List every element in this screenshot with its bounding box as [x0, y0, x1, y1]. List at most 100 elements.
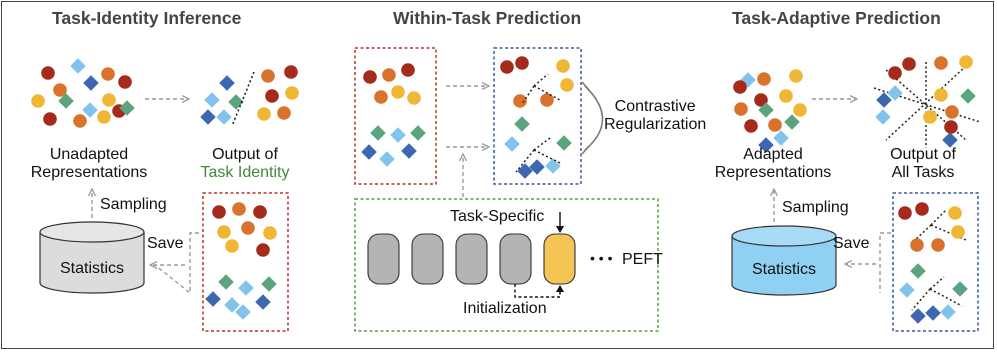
- circle-point: [789, 69, 803, 83]
- diamond-point: [942, 132, 958, 148]
- circle-point: [41, 66, 55, 80]
- label-adapted-line1: Adapted: [743, 146, 803, 163]
- sample-box-left: [202, 192, 289, 332]
- input-box-red-cluster: [361, 63, 426, 167]
- diamond-point: [204, 92, 220, 108]
- statistics-cylinder-right: [731, 225, 837, 296]
- all-tasks-output-cluster: [875, 55, 976, 148]
- circle-point: [374, 90, 388, 104]
- label-adapted: Adapted Representations: [698, 146, 848, 183]
- circle-point: [556, 59, 570, 73]
- prediction-box-blue: [493, 47, 582, 185]
- arrow-save-left: [154, 232, 199, 295]
- diamond-point: [370, 125, 386, 141]
- circle-point: [118, 75, 132, 89]
- circle-point: [285, 86, 299, 100]
- diamond-point: [82, 102, 98, 118]
- diamond-point: [58, 93, 74, 109]
- circle-point: [744, 119, 758, 133]
- circle-point: [263, 226, 277, 240]
- circle-point: [363, 70, 377, 84]
- circle-point: [256, 243, 270, 257]
- label-task-identity: Task Identity: [200, 164, 290, 182]
- circle-point: [257, 107, 271, 121]
- prediction-box-cluster: [500, 56, 574, 179]
- diamond-point: [758, 137, 774, 153]
- circle-point: [793, 103, 807, 117]
- sample-box-left-cluster: [205, 202, 277, 320]
- circle-point: [225, 239, 239, 253]
- label-output-of: Output of: [212, 146, 278, 163]
- title-task-adaptive-prediction: Task-Adaptive Prediction: [732, 8, 941, 28]
- initialization-loop: [514, 284, 561, 298]
- circle-point: [540, 93, 554, 107]
- label-sampling-left: Sampling: [100, 196, 167, 213]
- diamond-point: [925, 305, 941, 321]
- diamond-point: [556, 135, 572, 151]
- circle-point: [915, 202, 929, 216]
- peft-block-3: [455, 233, 488, 285]
- circle-point: [779, 89, 793, 103]
- circle-point: [934, 56, 948, 70]
- task-identity-boundary: [231, 71, 255, 127]
- label-output-task-identity: Output of Task Identity: [190, 146, 300, 183]
- circle-point: [102, 93, 116, 107]
- circle-point: [401, 63, 415, 77]
- label-save-left: Save: [147, 235, 184, 252]
- circle-point: [284, 65, 298, 79]
- diamond-point: [216, 109, 232, 125]
- diamond-point: [119, 100, 135, 116]
- statistics-cylinder-left: [39, 221, 145, 294]
- label-adapted-line2: Representations: [714, 164, 832, 182]
- contrastive-tick-bottom: [581, 145, 590, 155]
- diamond-point: [410, 125, 426, 141]
- circle-point: [73, 114, 87, 128]
- label-save-right: Save: [833, 235, 870, 252]
- diamond-point: [940, 304, 956, 320]
- circle-point: [898, 206, 912, 220]
- label-output-of-all: Output of: [890, 146, 956, 163]
- circle-point: [910, 238, 924, 252]
- label-peft-dots: • • •: [590, 250, 613, 266]
- diamond-point: [910, 263, 926, 279]
- label-unadapted-line1: Unadapted: [49, 146, 129, 163]
- diamond-point: [379, 151, 395, 167]
- diamond-point: [83, 75, 99, 91]
- diamond-point: [200, 109, 216, 125]
- diamond-point: [390, 127, 406, 143]
- adapted-cluster: [733, 69, 807, 153]
- sample-box-right-cluster: [898, 202, 968, 324]
- diamond-point: [784, 114, 800, 130]
- circle-point: [212, 205, 226, 219]
- peft-block-4: [499, 233, 532, 285]
- circle-point: [948, 206, 962, 220]
- circle-point: [902, 57, 916, 71]
- circle-point: [923, 110, 937, 124]
- label-unadapted: Unadapted Representations: [14, 146, 164, 183]
- circle-point: [277, 106, 291, 120]
- label-unadapted-line2: Representations: [30, 164, 148, 182]
- diamond-point: [517, 163, 533, 179]
- circle-point: [888, 66, 902, 80]
- circle-point: [754, 93, 768, 107]
- diamond-point: [205, 291, 221, 307]
- task-identity-output-cluster: [200, 65, 299, 125]
- label-task-specific: Task-Specific: [450, 208, 545, 225]
- diamond-point: [261, 276, 277, 292]
- circle-point: [241, 221, 255, 235]
- circle-point: [53, 83, 67, 97]
- diamond-point: [504, 136, 520, 152]
- circle-point: [265, 89, 279, 103]
- prediction-boundaries: [515, 73, 563, 173]
- circle-point: [97, 110, 111, 124]
- title-within-task-prediction: Within-Task Prediction: [393, 8, 582, 28]
- sample-box-right-boundaries: [911, 209, 967, 311]
- circle-point: [560, 78, 574, 92]
- label-sampling-right: Sampling: [782, 199, 849, 216]
- label-output-all-tasks: Output of All Tasks: [868, 146, 978, 183]
- diamond-point: [545, 158, 561, 174]
- contrastive-tick-top: [581, 81, 590, 91]
- circle-point: [217, 225, 231, 239]
- circle-point: [513, 94, 527, 108]
- circle-point: [253, 205, 267, 219]
